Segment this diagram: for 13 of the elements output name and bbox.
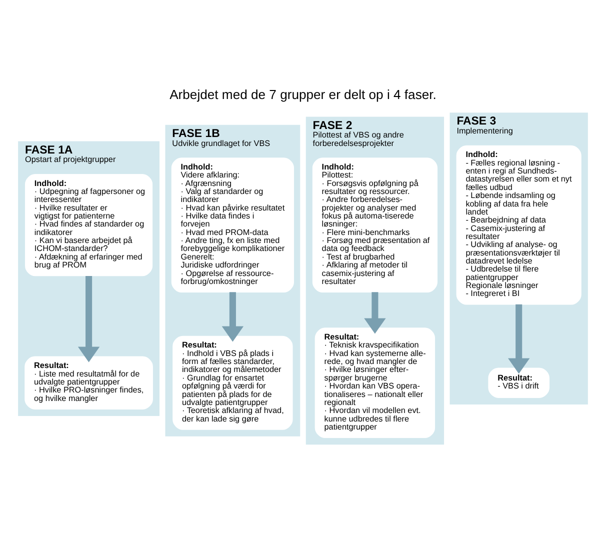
node-box: Resultat: · Teknisk kravspecifikation · Hvad kan systemerne alle-rede, og hvad mangler de · Hvilke løsninger efter-spørger brugerne · Hvordan kan VBS opera-tionaliseres – nationalt eller regionalt · Hvordan vil modellen evt. kunne udbredes til flere patientgrupper <box>314 328 436 438</box>
arrow <box>78 276 100 362</box>
node-box: Resultat: - VBS i drift <box>488 368 550 398</box>
arrow <box>364 292 386 334</box>
node-box: Resultat: · Liste med resultatmål for de udvalgte patientgrupper · Hvilke PRO-løsninger findes, og hvilke mangler <box>24 356 153 410</box>
node-box: Indhold: · Udpegning af fagpersoner og interessenter · Hvilke resultater er vigtigst for patienterne · Hvad findes af standarder og indikatorer · Kan vi basere arbejdet på ICHOM-standarder? · Afdækning af erfaringer med brug af PROM <box>25 174 153 276</box>
arrow <box>508 304 530 374</box>
arrow <box>222 292 244 342</box>
diagram-title: Arbejdet med de 7 grupper er delt op i 4 faser. <box>170 87 436 102</box>
node-box: Indhold: - Fælles regional løsning - enten i regi af Sundheds-datastyrelsen eller som et nyt fælles udbud - Løbende indsamling og kobling af data fra hele landet - Bearbejdning af data - Casemix-justering af resultater - Udvikling af analyse- og præsentationsværktøjer til datadrevet ledelse - Udbredelse til flere patientgrupper Regionale løsninger - Integreret i BI <box>456 145 582 305</box>
node-box: Indhold: Videre afklaring: · Afgrænsning · Valg af standarder og indikatorer · Hvad kan påvirke resultatet · Hvilke data findes i forvejen · Hvad med PROM-data · Andre ting, fx en liste med forebyggelige komplikationer Generelt: Juridiske udfordringer · Opgørelse af ressource-forbrug/omkostninger <box>171 158 294 293</box>
node-box: Resultat: · Indhold i VBS på plads i form af fælles standarder, indikatorer og målemetoder · Grundlag for ensartet opfølgning på værdi for patienten på plads for de udvalgte patientgrupper · Teoretisk afklaring af hvad, der kan lade sig gøre <box>172 336 293 430</box>
node-box: Indhold: Pilottest: · Forsøgsvis opfølgning på resultater og ressourcer. · Andre forberedelses-projekter og analyser med fokus på automa-tiserede løsninger: · Flere mini-benchmarks · Forsøg med præsentation af data og feedback · Test af brugbarhed · Afklaring af metoder til casemix-justering af resultater <box>312 158 438 293</box>
